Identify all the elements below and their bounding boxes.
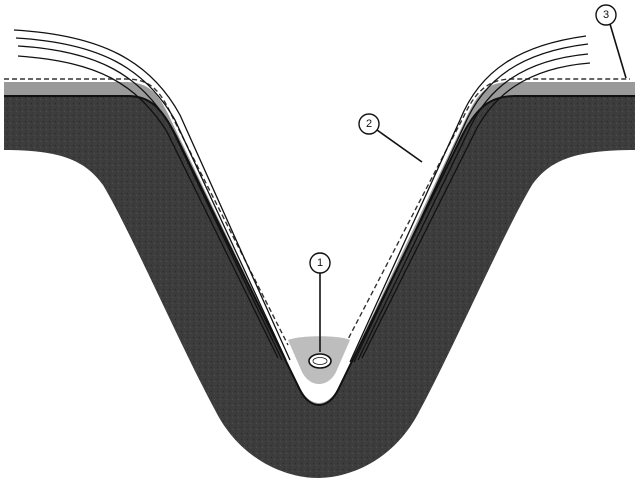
callout-3-leader: [610, 24, 626, 78]
callout-2-leader: [377, 130, 422, 162]
callout-3-label: 3: [603, 9, 609, 21]
callout-2-label: 2: [366, 118, 372, 130]
drain-pipe-icon: [309, 354, 331, 368]
callout-1-label: 1: [317, 257, 323, 269]
